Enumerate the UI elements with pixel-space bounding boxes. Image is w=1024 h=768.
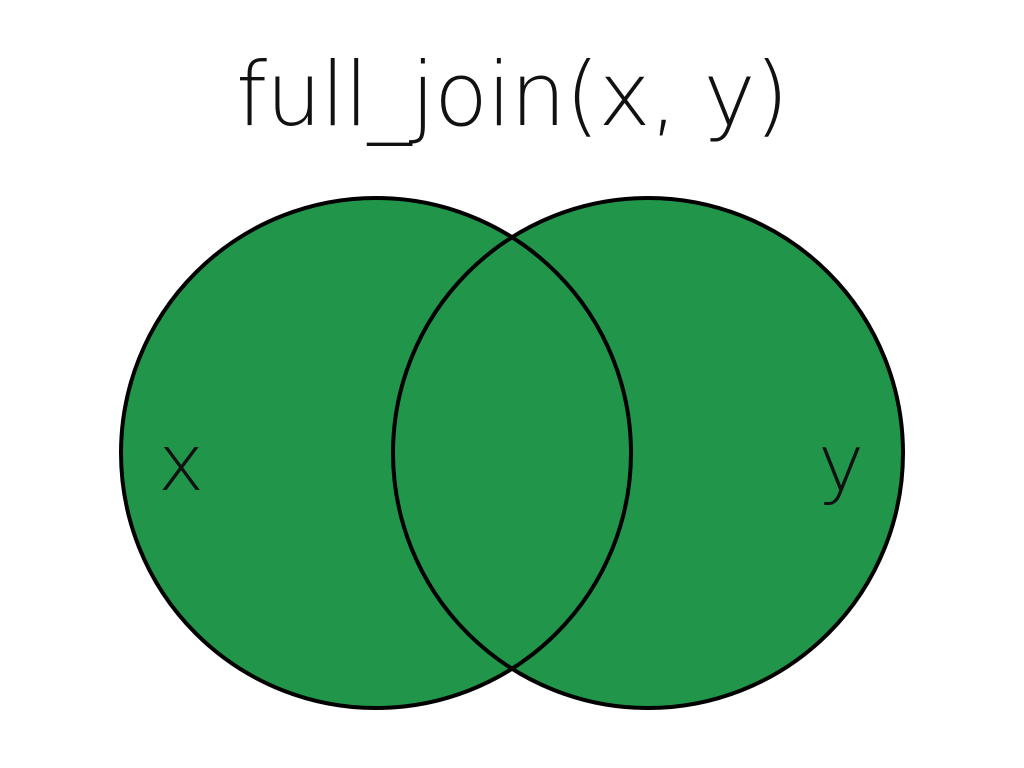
set-y-label: y <box>818 419 864 509</box>
set-x-label: x <box>158 419 204 509</box>
page-title: full_join(x, y) <box>236 43 789 146</box>
circle-y-fill <box>393 198 903 708</box>
circle-x-outline <box>119 196 633 710</box>
circle-y-outline <box>391 196 905 710</box>
